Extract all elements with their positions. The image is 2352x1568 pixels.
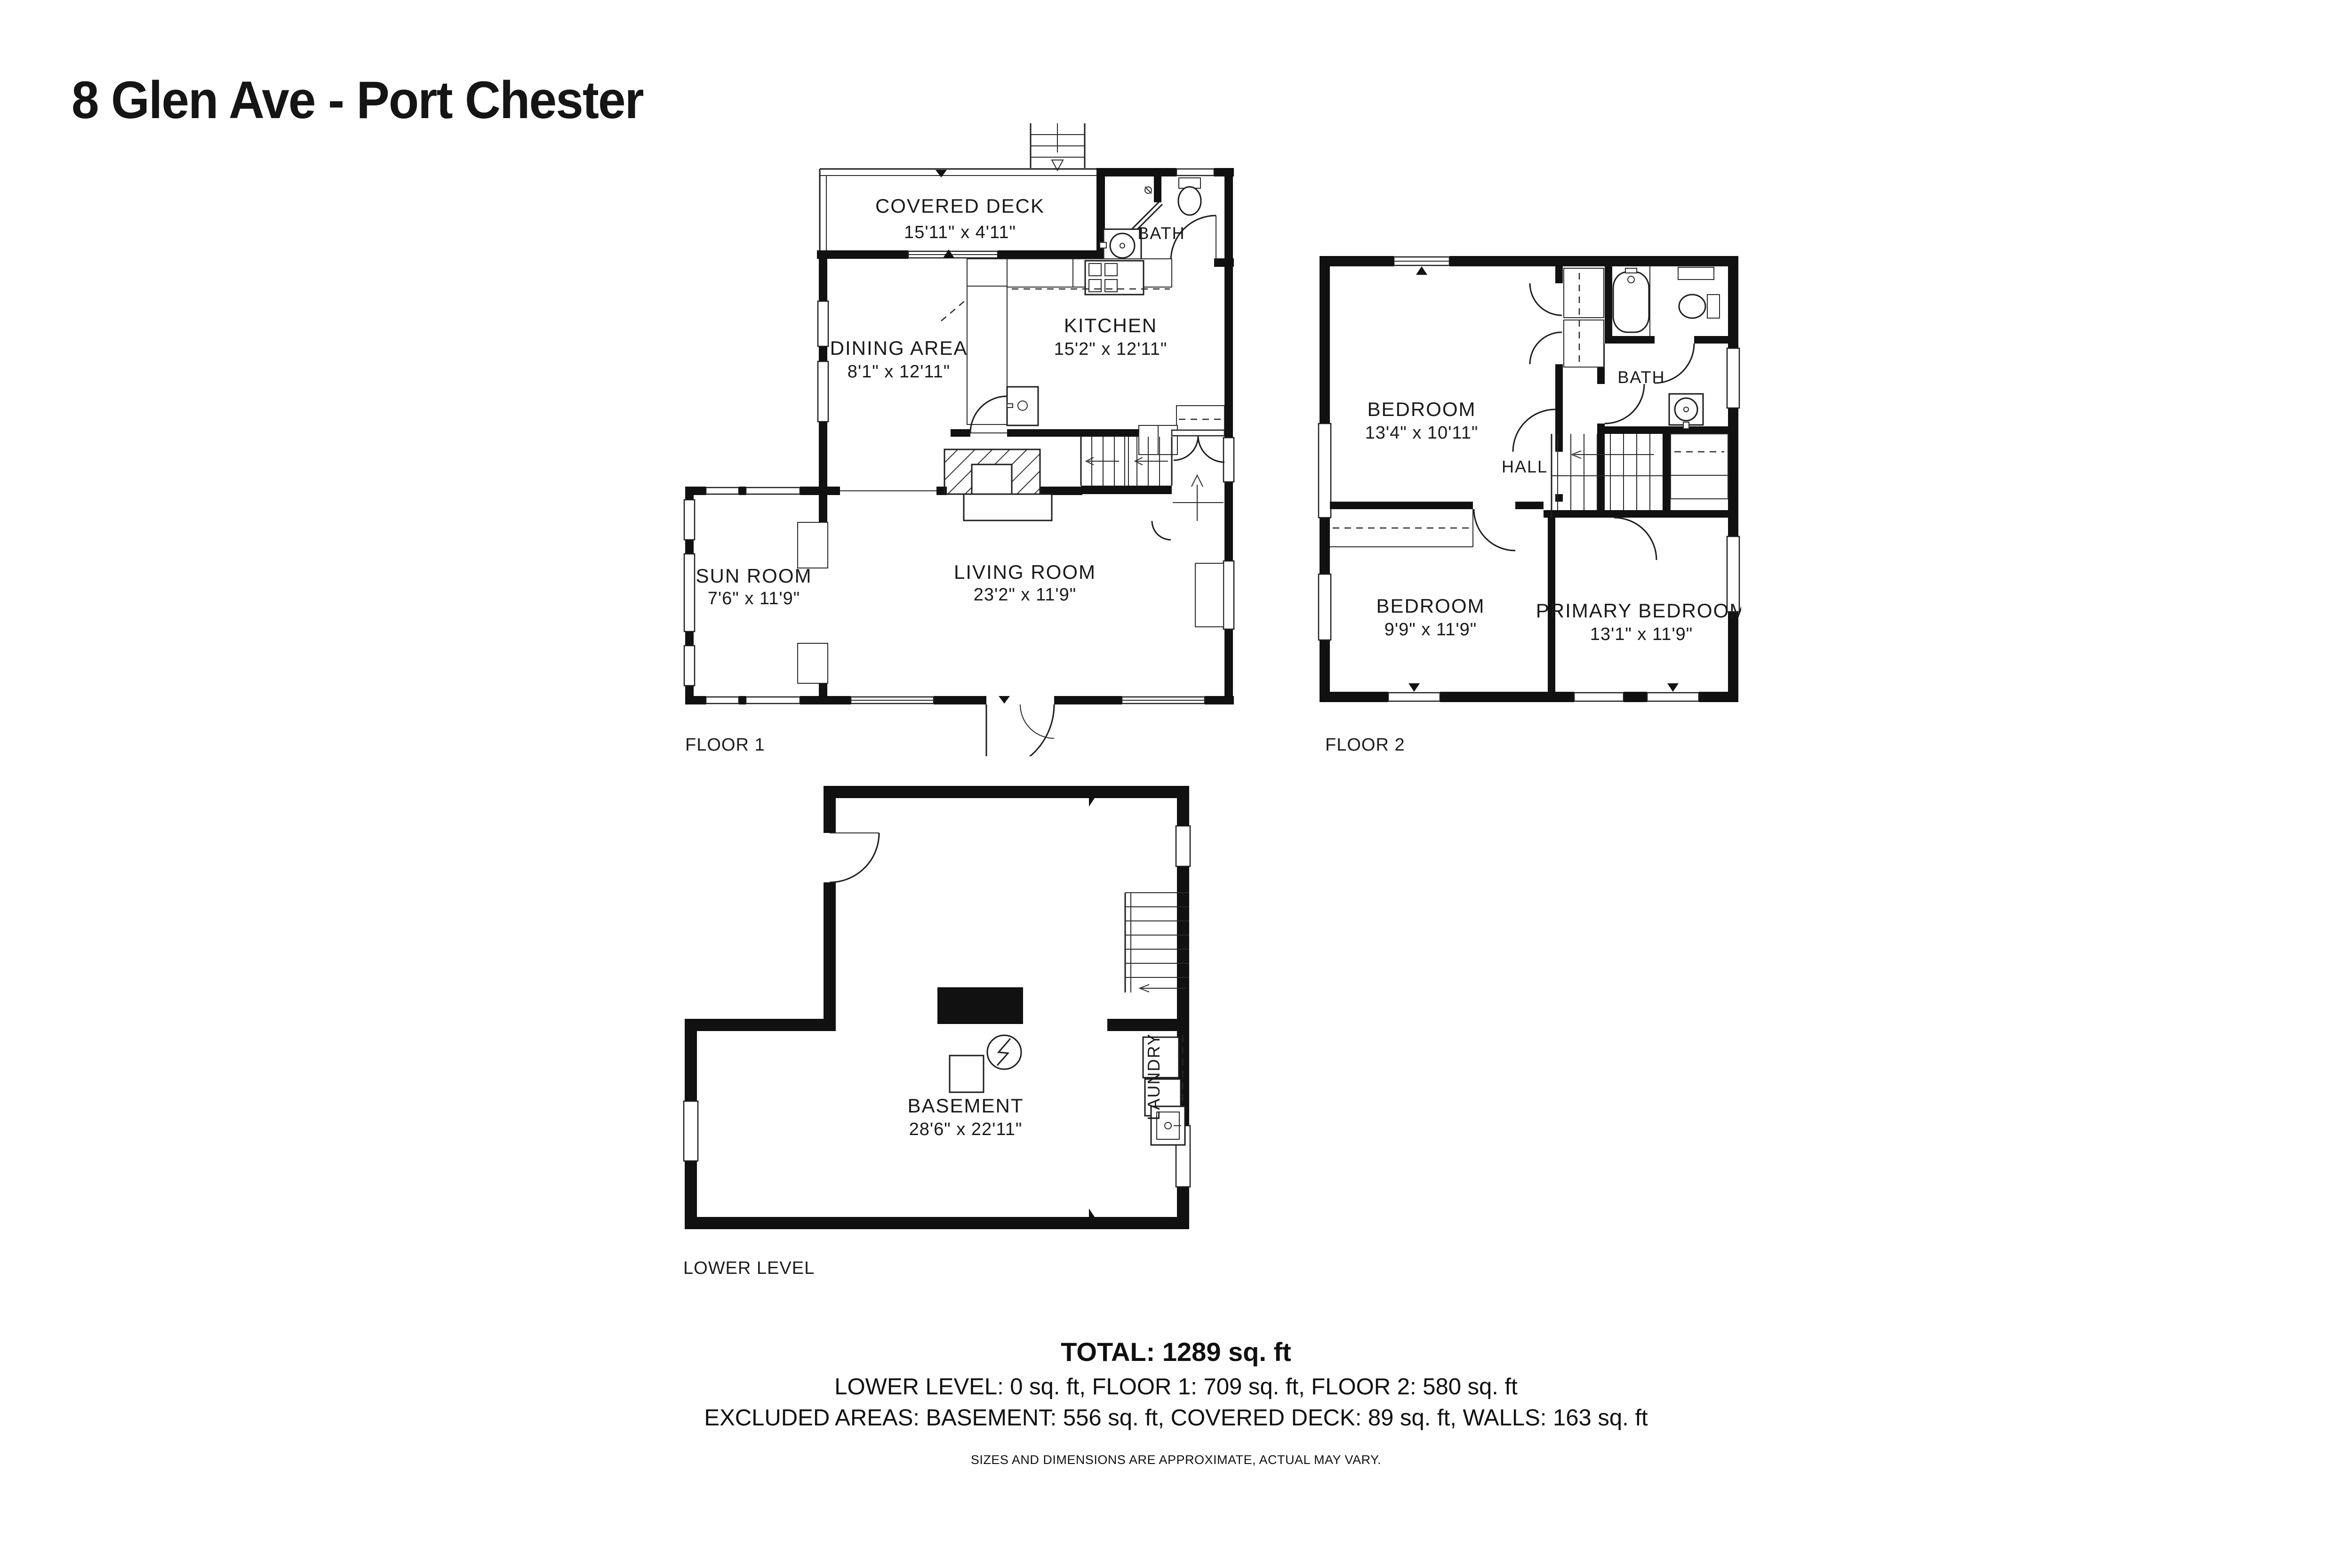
furnace-icon	[986, 1034, 1022, 1070]
living-room-dims: 23'2" x 11'9"	[974, 585, 1077, 605]
floor1-walls	[683, 168, 1235, 704]
bedroom1-label: BEDROOM	[1367, 398, 1476, 420]
lower-level-caption: LOWER LEVEL	[683, 1258, 815, 1278]
floor1-bath-fixtures	[1099, 176, 1216, 263]
floor1-entry-vestibule	[1151, 429, 1225, 541]
dining-dims: 8'1" x 12'11"	[848, 362, 951, 382]
lower-walls	[683, 786, 1191, 1229]
floor1-front-door	[985, 696, 1055, 756]
bath2-label: BATH	[1617, 368, 1665, 387]
excluded-areas: EXCLUDED AREAS: BASEMENT: 556 sq. ft, CO…	[704, 1405, 1648, 1431]
lower-fixtures	[937, 987, 1186, 1146]
laundry-label: LAUNDRY	[1144, 1033, 1163, 1120]
floor2-closets	[1330, 268, 1728, 547]
lower-room-labels: BASEMENT 28'6" x 22'11" LAUNDRY	[907, 1033, 1163, 1139]
bath1-label: BATH	[1137, 224, 1185, 243]
floor2-caption: FLOOR 2	[1325, 735, 1405, 755]
floor1-stairs	[969, 395, 1173, 486]
utility-box	[949, 1055, 984, 1093]
floor1-caption: FLOOR 1	[685, 735, 765, 755]
basement-label: BASEMENT	[907, 1095, 1024, 1117]
floor1-deck-railing	[819, 168, 1103, 250]
covered-deck-dims: 15'11" x 4'11"	[904, 223, 1016, 242]
floor2-stairs	[1551, 434, 1663, 518]
primary-bedroom-label: PRIMARY BEDROOM	[1536, 600, 1741, 622]
floor1-room-labels: COVERED DECK 15'11" x 4'11" BATH KITCHEN…	[696, 195, 1185, 608]
living-room-label: LIVING ROOM	[954, 561, 1096, 583]
floor2-plan: BEDROOM 13'4" x 10'11" BATH HALL BEDROOM…	[1318, 256, 1741, 702]
total-area: TOTAL: 1289 sq. ft	[1061, 1337, 1291, 1367]
basement-dims: 28'6" x 22'11"	[909, 1120, 1023, 1139]
lower-door	[829, 832, 880, 883]
bedroom2-dims: 9'9" x 11'9"	[1384, 620, 1477, 640]
area-summary: TOTAL: 1289 sq. ft LOWER LEVEL: 0 sq. ft…	[0, 1336, 2352, 1467]
floor1-kitchen-fixtures	[941, 258, 1225, 455]
floor-areas: LOWER LEVEL: 0 sq. ft, FLOOR 1: 709 sq. …	[834, 1374, 1518, 1400]
kitchen-dims: 15'2" x 12'11"	[1054, 339, 1168, 359]
lower-level-plan: BASEMENT 28'6" x 22'11" LAUNDRY	[683, 786, 1191, 1229]
covered-deck-label: COVERED DECK	[875, 195, 1045, 217]
bedroom2-label: BEDROOM	[1376, 595, 1485, 617]
sun-room-label: SUN ROOM	[696, 565, 812, 587]
disclaimer-text: SIZES AND DIMENSIONS ARE APPROXIMATE, AC…	[970, 1453, 1382, 1467]
floor2-room-labels: BEDROOM 13'4" x 10'11" BATH HALL BEDROOM…	[1365, 368, 1741, 644]
dining-label: DINING AREA	[830, 337, 968, 359]
floor1-fireplace	[944, 448, 1053, 521]
chimney-block	[937, 987, 1023, 1024]
lower-stairs	[1124, 892, 1189, 992]
page-title: 8 Glen Ave - Port Chester	[72, 71, 644, 129]
floor1-exterior-stairs	[1030, 123, 1086, 172]
floor2-doors	[1473, 408, 1657, 560]
floor2-bath-fixtures	[1604, 266, 1720, 429]
washer	[1142, 1036, 1180, 1079]
sun-room-dims: 7'6" x 11'9"	[708, 589, 800, 608]
primary-bedroom-dims: 13'1" x 11'9"	[1590, 624, 1693, 644]
kitchen-label: KITCHEN	[1064, 314, 1157, 336]
floor1-plan: COVERED DECK 15'11" x 4'11" BATH KITCHEN…	[683, 123, 1235, 756]
floor2-walls	[1318, 256, 1740, 702]
electric-bolt-icon	[996, 1038, 1011, 1066]
hall-label: HALL	[1502, 457, 1548, 476]
bedroom1-dims: 13'4" x 10'11"	[1365, 423, 1479, 443]
